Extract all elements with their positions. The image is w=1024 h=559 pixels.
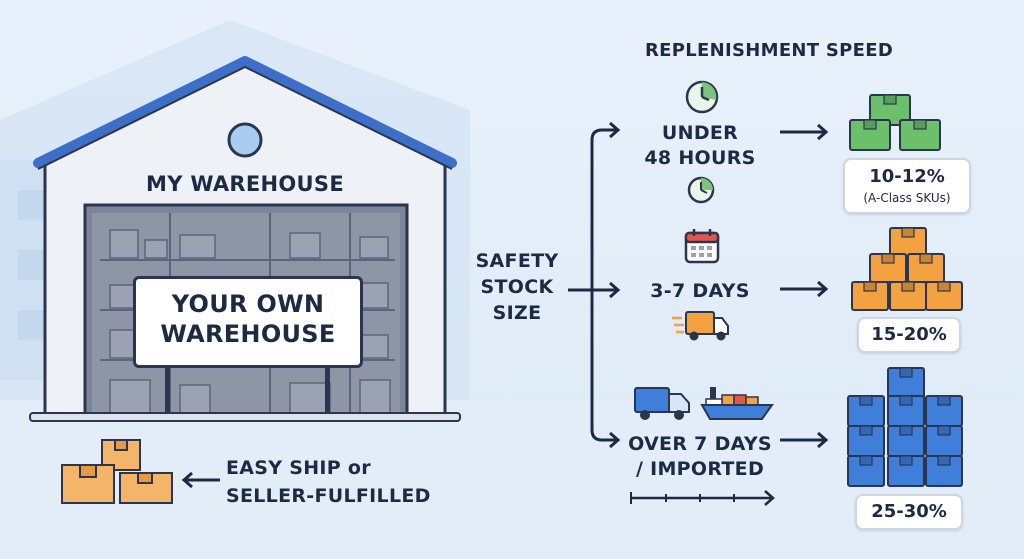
box	[907, 253, 945, 283]
cargo-ship-icon	[700, 387, 774, 420]
arrow-left-icon	[181, 471, 220, 489]
row-1-value-badge: 10-12% (A-Class SKUs)	[843, 158, 971, 214]
sign-line-1: YOUR OWN	[171, 290, 325, 318]
box	[925, 425, 963, 457]
calendar-icon	[684, 229, 720, 264]
clock-icon	[685, 80, 719, 114]
truck-icon	[634, 387, 690, 420]
easy-ship-line-1: EASY SHIP or	[226, 457, 371, 479]
warehouse-sign: YOUR OWN WAREHOUSE	[133, 276, 363, 368]
stacked-boxes-icon	[849, 94, 941, 151]
box	[887, 395, 925, 427]
row-2-value-badge: 15-20%	[857, 317, 961, 353]
delivery-van-icon	[672, 311, 729, 341]
warehouse-title: MY WAREHOUSE	[146, 172, 344, 196]
arrow-right-icon	[780, 431, 829, 449]
arrow-right-icon	[780, 123, 829, 141]
box	[869, 94, 911, 126]
arrow-right-icon	[780, 280, 829, 298]
sign-line-2: WAREHOUSE	[160, 320, 336, 348]
box	[847, 425, 885, 457]
row-3-speed: OVER 7 DAYS / IMPORTED	[620, 432, 780, 482]
stacked-boxes-icon	[851, 227, 963, 311]
row-3-speed-line-2: / IMPORTED	[635, 458, 765, 480]
safety-line-2: STOCK	[480, 276, 554, 298]
easy-ship-line-2: SELLER-FULFILLED	[226, 485, 431, 507]
box	[887, 455, 925, 487]
box	[899, 119, 941, 151]
row-1-value: 10-12%	[869, 166, 945, 187]
box	[925, 281, 963, 311]
stacked-boxes-icon	[847, 367, 963, 487]
row-2-speed: 3-7 DAYS	[650, 280, 750, 302]
warehouse-building	[29, 56, 461, 422]
box	[847, 455, 885, 487]
box	[887, 425, 925, 457]
box	[925, 395, 963, 427]
row-1-speed-line-2: 48 HOURS	[644, 147, 756, 169]
row-3-speed-line-1: OVER 7 DAYS	[628, 433, 772, 455]
replenishment-heading: REPLENISHMENT SPEED	[645, 40, 894, 61]
box	[887, 367, 925, 399]
row-1-speed-line-1: UNDER	[661, 122, 739, 144]
row-3-value-badge: 25-30%	[855, 494, 963, 530]
box	[851, 281, 889, 311]
box	[889, 281, 927, 311]
branch-connector	[568, 121, 621, 449]
box	[925, 455, 963, 487]
timeline-icon	[630, 490, 775, 506]
safety-line-3: SIZE	[492, 302, 542, 324]
cardboard-boxes-icon	[61, 439, 173, 504]
box	[849, 119, 891, 151]
safety-stock-label: SAFETY STOCK SIZE	[462, 248, 572, 326]
row-1-speed: UNDER 48 HOURS	[640, 121, 760, 171]
box	[889, 227, 927, 257]
clock-small-icon	[687, 176, 715, 204]
box	[847, 395, 885, 427]
box	[869, 253, 907, 283]
safety-line-1: SAFETY	[475, 250, 559, 272]
row-1-note: (A-Class SKUs)	[863, 191, 951, 205]
